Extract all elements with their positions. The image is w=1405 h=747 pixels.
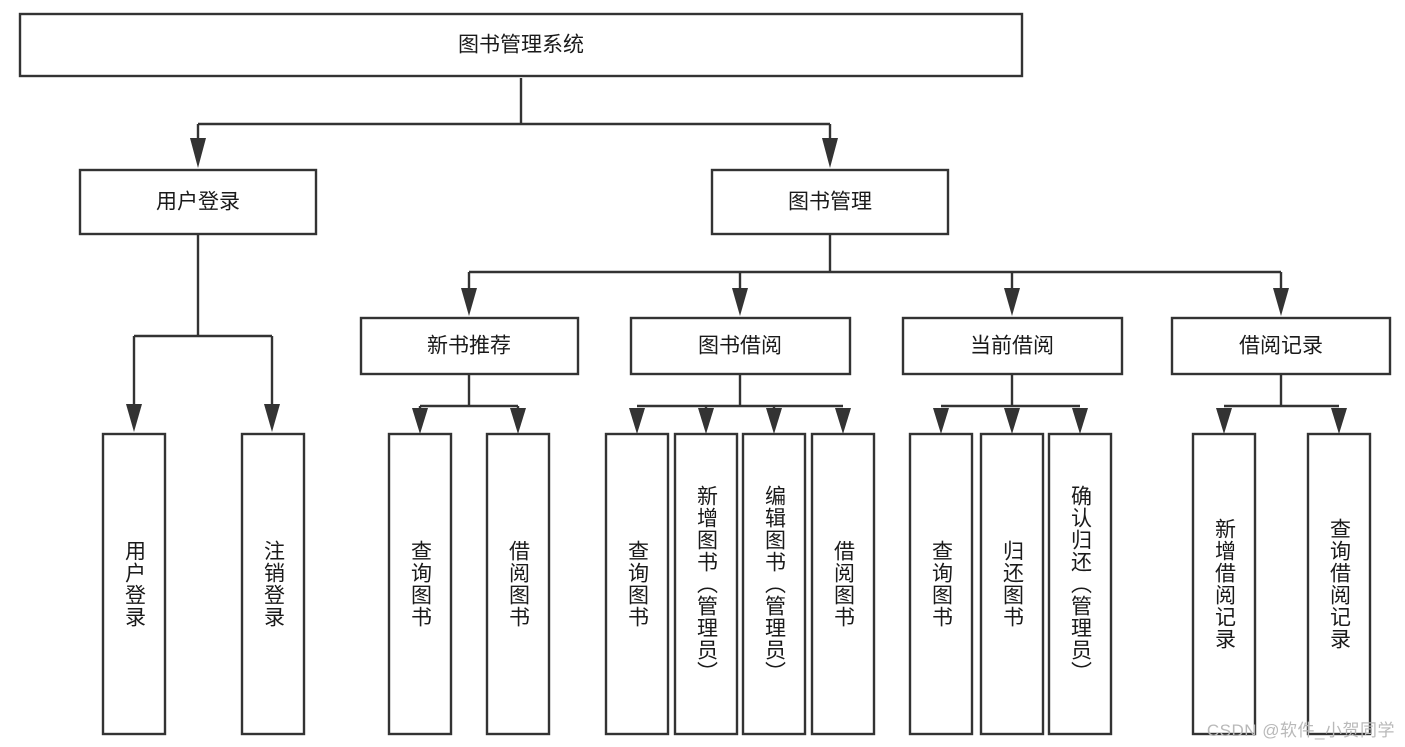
arrow-new-book-leaf-1 xyxy=(412,408,428,434)
node-root-box[interactable] xyxy=(18,12,1024,78)
arrow-borrow-records-leaf-2 xyxy=(1331,408,1347,434)
leaf-book-borrow-1-label: 查询图书 xyxy=(625,540,649,628)
leaf-book-borrow-2-box[interactable] xyxy=(673,432,739,736)
leaf-new-book-2-box[interactable] xyxy=(485,432,551,736)
node-book-management[interactable]: 图书管理 xyxy=(710,168,950,236)
leaf-new-book-1-label: 查询图书 xyxy=(408,540,432,628)
connector-group-book-borrow xyxy=(629,374,851,434)
node-user-login-label: 用户登录 xyxy=(156,191,240,214)
leaf-new-book-2-label: 借阅图书 xyxy=(506,540,530,628)
leaf-user-login-1-box[interactable] xyxy=(101,432,167,736)
node-current-borrow-label: 当前借阅 xyxy=(970,335,1054,358)
leaf-new-book-2[interactable]: 借阅图书 xyxy=(485,432,551,736)
arrow-book-borrow-leaf-3 xyxy=(766,408,782,434)
arrow-current-borrow-leaf-3 xyxy=(1072,408,1088,434)
leaf-borrow-records-2[interactable]: 查询借阅记录 xyxy=(1306,432,1372,736)
leaf-current-borrow-3-label: 确认归还（管理员） xyxy=(1068,485,1092,683)
arrow-root-to-book-mgmt xyxy=(822,138,838,168)
leaf-user-login-2-label: 注销登录 xyxy=(261,540,285,628)
arrow-book-mgmt-child-4 xyxy=(1273,288,1289,316)
leaf-book-borrow-3-label: 编辑图书（管理员） xyxy=(762,485,786,683)
leaf-book-borrow-1-box[interactable] xyxy=(604,432,670,736)
node-root-label: 图书管理系统 xyxy=(458,34,584,57)
leaf-current-borrow-3[interactable]: 确认归还（管理员） xyxy=(1047,432,1113,736)
node-user-login[interactable]: 用户登录 xyxy=(78,168,318,236)
arrow-book-mgmt-child-1 xyxy=(461,288,477,316)
leaf-borrow-records-2-label: 查询借阅记录 xyxy=(1327,518,1351,650)
node-new-book-recommend-box[interactable] xyxy=(359,316,580,376)
node-borrow-records[interactable]: 借阅记录 xyxy=(1170,316,1392,376)
leaf-book-borrow-2-label: 新增图书（管理员） xyxy=(694,485,718,683)
node-current-borrow-box[interactable] xyxy=(901,316,1124,376)
node-borrow-records-label: 借阅记录 xyxy=(1239,335,1323,358)
leaf-borrow-records-1-label: 新增借阅记录 xyxy=(1212,518,1236,650)
arrow-current-borrow-leaf-1 xyxy=(933,408,949,434)
leaf-user-login-2-box[interactable] xyxy=(240,432,306,736)
node-book-management-label: 图书管理 xyxy=(788,191,872,214)
arrow-book-borrow-leaf-4 xyxy=(835,408,851,434)
leaf-current-borrow-2[interactable]: 归还图书 xyxy=(979,432,1045,736)
leaf-current-borrow-1[interactable]: 查询图书 xyxy=(908,432,974,736)
leaf-borrow-records-2-box[interactable] xyxy=(1306,432,1372,736)
node-book-borrow-label: 图书借阅 xyxy=(698,335,782,358)
node-new-book-recommend[interactable]: 新书推荐 xyxy=(359,316,580,376)
node-book-borrow[interactable]: 图书借阅 xyxy=(629,316,852,376)
leaf-current-borrow-3-box[interactable] xyxy=(1047,432,1113,736)
leaf-new-book-1-box[interactable] xyxy=(387,432,453,736)
connector-group-user-login xyxy=(126,234,280,432)
leaf-current-borrow-2-label: 归还图书 xyxy=(1000,540,1024,628)
node-current-borrow[interactable]: 当前借阅 xyxy=(901,316,1124,376)
arrow-user-login-leaf-1 xyxy=(126,404,142,432)
arrow-book-borrow-leaf-1 xyxy=(629,408,645,434)
connector-group-current-borrow xyxy=(933,374,1088,434)
leaf-borrow-records-1-box[interactable] xyxy=(1191,432,1257,736)
arrow-book-mgmt-child-2 xyxy=(732,288,748,316)
leaf-current-borrow-1-label: 查询图书 xyxy=(929,540,953,628)
leaf-book-borrow-2[interactable]: 新增图书（管理员） xyxy=(673,432,739,736)
node-book-borrow-box[interactable] xyxy=(629,316,852,376)
leaf-book-borrow-3-box[interactable] xyxy=(741,432,807,736)
leaf-user-login-1[interactable]: 用户登录 xyxy=(101,432,167,736)
leaf-borrow-records-1[interactable]: 新增借阅记录 xyxy=(1191,432,1257,736)
node-borrow-records-box[interactable] xyxy=(1170,316,1392,376)
leaf-book-borrow-4[interactable]: 借阅图书 xyxy=(810,432,876,736)
node-new-book-recommend-label: 新书推荐 xyxy=(427,335,511,358)
leaf-new-book-1[interactable]: 查询图书 xyxy=(387,432,453,736)
leaf-book-borrow-4-box[interactable] xyxy=(810,432,876,736)
connector-group-book-mgmt xyxy=(461,234,1289,316)
arrow-borrow-records-leaf-1 xyxy=(1216,408,1232,434)
connector-group-root xyxy=(190,78,838,168)
leaf-user-login-2[interactable]: 注销登录 xyxy=(240,432,306,736)
leaf-current-borrow-2-box[interactable] xyxy=(979,432,1045,736)
connector-group-borrow-records xyxy=(1216,374,1347,434)
arrow-book-mgmt-child-3 xyxy=(1004,288,1020,316)
leaf-book-borrow-3[interactable]: 编辑图书（管理员） xyxy=(741,432,807,736)
node-root[interactable]: 图书管理系统 xyxy=(18,12,1024,78)
arrow-book-borrow-leaf-2 xyxy=(698,408,714,434)
leaf-current-borrow-1-box[interactable] xyxy=(908,432,974,736)
node-user-login-box[interactable] xyxy=(78,168,318,236)
leaf-book-borrow-1[interactable]: 查询图书 xyxy=(604,432,670,736)
arrow-root-to-user-login xyxy=(190,138,206,168)
arrow-user-login-leaf-2 xyxy=(264,404,280,432)
leaf-book-borrow-4-label: 借阅图书 xyxy=(831,540,855,628)
leaf-user-login-1-label: 用户登录 xyxy=(122,540,146,628)
arrow-current-borrow-leaf-2 xyxy=(1004,408,1020,434)
connector-group-new-book xyxy=(412,374,526,434)
arrow-new-book-leaf-2 xyxy=(510,408,526,434)
node-book-management-box[interactable] xyxy=(710,168,950,236)
